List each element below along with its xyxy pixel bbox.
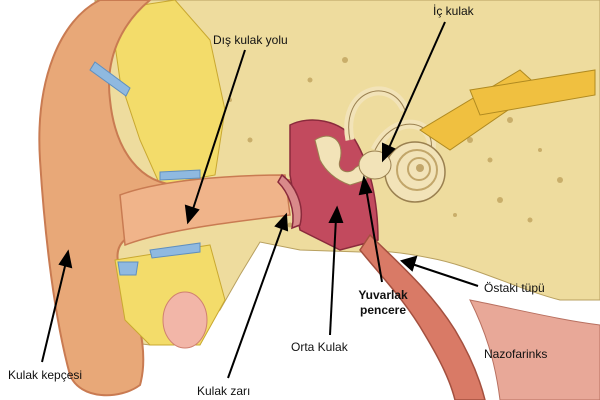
label-pencere: pencere xyxy=(346,303,420,317)
label-yuvarlak: Yuvarlak xyxy=(346,288,420,302)
gland xyxy=(163,292,207,348)
label-kulak-kepcesi: Kulak kepçesi xyxy=(8,368,82,382)
label-ic-kulak: İç kulak xyxy=(433,4,474,18)
label-orta-kulak: Orta Kulak xyxy=(291,340,348,354)
label-ostaki-tupu: Östaki tüpü xyxy=(484,281,545,295)
cochlea xyxy=(385,142,445,202)
label-kulak-zari: Kulak zarı xyxy=(197,384,250,398)
label-dis-kulak-yolu: Dış kulak yolu xyxy=(213,33,288,47)
label-nazofarinks: Nazofarinks xyxy=(484,347,547,361)
cartilage-mid xyxy=(160,170,200,180)
cartilage-low xyxy=(118,262,138,275)
